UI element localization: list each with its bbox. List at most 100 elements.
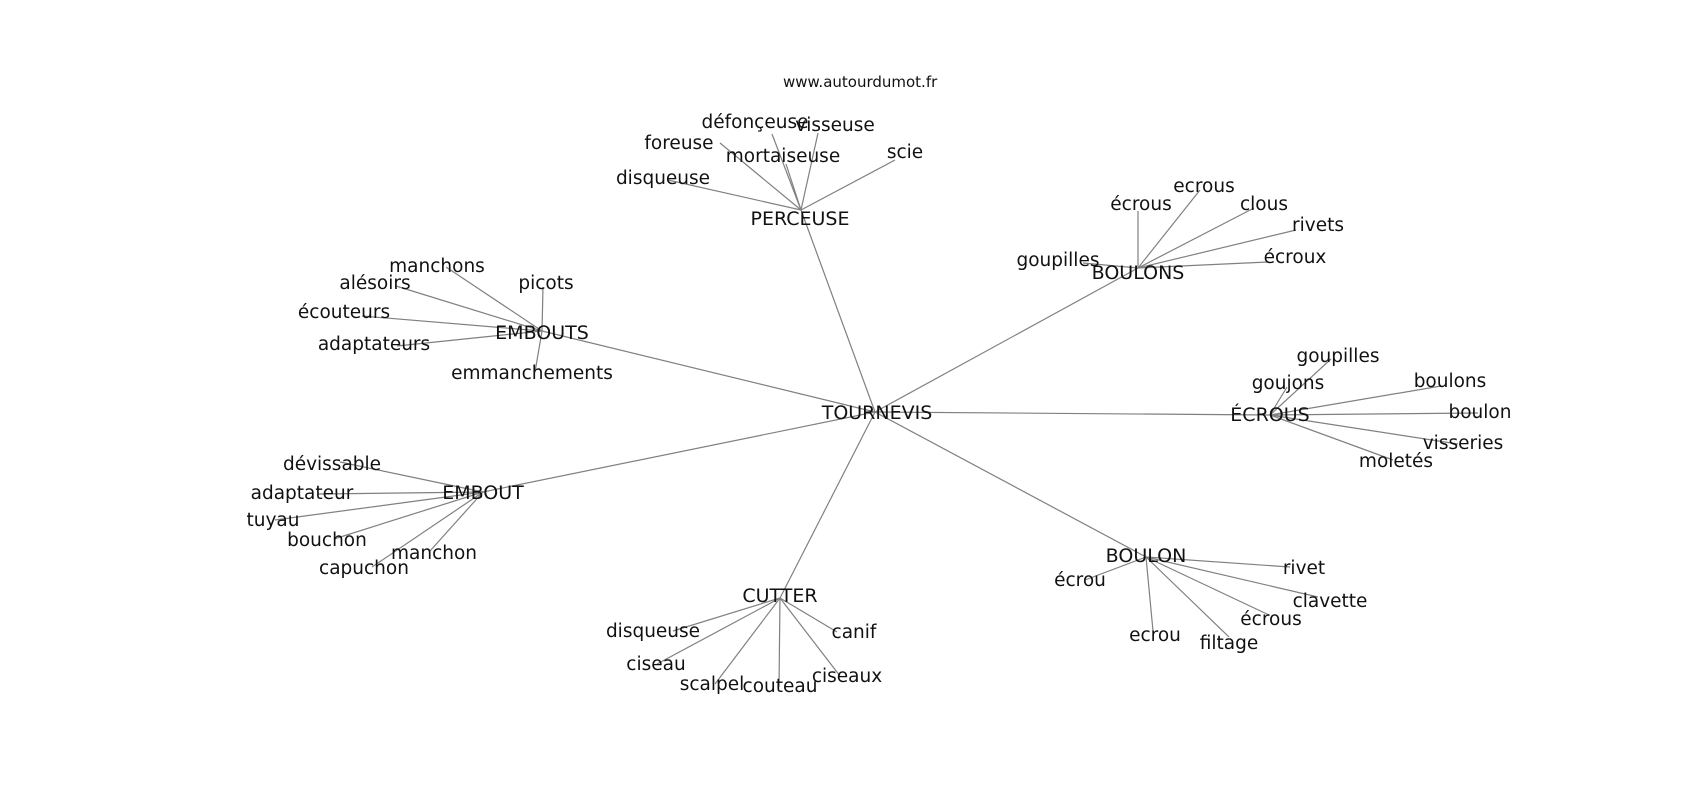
edge-boulon-leaf xyxy=(1145,556,1230,638)
node-label-boulon-leaf: ecrou xyxy=(1129,625,1181,646)
node-label-ecrous-leaf: goupilles xyxy=(1297,346,1380,367)
node-label-cutter-leaf: couteau xyxy=(743,676,818,697)
edge-cutter-leaf xyxy=(656,597,781,665)
node-label-hub-boulons: BOULONS xyxy=(1092,262,1185,284)
edge-embout-leaf xyxy=(333,491,484,540)
node-label-cutter-leaf: disqueuse xyxy=(606,621,700,642)
edge-center-embouts xyxy=(541,330,876,413)
edge-ecrous-leaf xyxy=(1269,414,1394,461)
edge-boulons-leaf xyxy=(1082,262,1139,269)
edge-cutter-leaf xyxy=(779,597,841,677)
node-label-hub-ecrous: ÉCROUS xyxy=(1230,403,1309,426)
node-label-boulon-leaf: filtage xyxy=(1200,633,1259,654)
edge-embouts-leaf xyxy=(395,285,543,332)
node-label-boulons-leaf: écrous xyxy=(1110,194,1171,215)
edge-perceuse-leaf xyxy=(667,179,802,211)
node-label-cutter-leaf: ciseaux xyxy=(812,666,882,687)
edge-embouts-leaf xyxy=(361,315,543,332)
node-label-cutter-leaf: scalpel xyxy=(680,674,745,695)
node-label-boulons-leaf: clous xyxy=(1240,194,1288,215)
node-label-ecrous-leaf: moletés xyxy=(1359,451,1433,472)
edge-ecrous-leaf xyxy=(1269,358,1332,416)
node-label-embouts-leaf: écouteurs xyxy=(298,302,390,323)
edge-embout-leaf xyxy=(371,491,484,568)
node-label-embout-leaf: adaptateur xyxy=(251,483,354,504)
edge-boulon-leaf xyxy=(1145,556,1291,568)
edge-perceuse-leaf xyxy=(785,163,802,211)
edge-center-perceuse xyxy=(800,209,876,413)
node-label-boulon-leaf: rivet xyxy=(1283,558,1325,579)
node-label-boulons-leaf: goupilles xyxy=(1017,250,1100,271)
node-label-center: TOURNEVIS xyxy=(821,402,933,424)
node-label-embout-leaf: dévissable xyxy=(283,454,381,475)
edge-boulons-leaf xyxy=(1137,189,1201,269)
edge-perceuse-leaf xyxy=(800,159,896,211)
node-label-boulons-leaf: écroux xyxy=(1264,247,1327,268)
node-label-perceuse-leaf: visseuse xyxy=(795,115,875,136)
edge-boulon-leaf xyxy=(1145,556,1154,632)
node-label-embouts-leaf: alésoirs xyxy=(339,273,410,294)
node-label-hub-perceuse: PERCEUSE xyxy=(751,208,850,230)
node-label-embout-leaf: manchon xyxy=(391,543,477,564)
edge-perceuse-leaf xyxy=(771,133,802,211)
edge-embouts-leaf xyxy=(541,286,544,332)
edge-embout-leaf xyxy=(339,461,484,493)
edge-perceuse-leaf xyxy=(719,142,802,211)
edge-ecrous-leaf xyxy=(1269,412,1479,416)
edge-cutter-leaf xyxy=(779,597,838,633)
node-label-perceuse-leaf: disqueuse xyxy=(616,168,710,189)
node-label-cutter-leaf: ciseau xyxy=(626,654,685,675)
edge-ecrous-leaf xyxy=(1269,385,1442,416)
node-label-embout-leaf: capuchon xyxy=(319,558,409,579)
node-label-boulon-leaf: écrou xyxy=(1054,570,1106,591)
edge-boulons-leaf xyxy=(1137,229,1297,269)
node-label-embouts-leaf: emmanchements xyxy=(451,363,613,384)
node-label-cutter-leaf: canif xyxy=(832,622,877,643)
edge-center-ecrous xyxy=(874,411,1271,416)
edge-boulon-leaf xyxy=(1145,556,1319,598)
node-label-ecrous-leaf: goujons xyxy=(1252,373,1325,394)
edge-boulon-leaf xyxy=(1145,556,1270,616)
edge-cutter-leaf xyxy=(672,597,781,632)
edge-center-cutter xyxy=(779,411,876,599)
edge-center-boulons xyxy=(874,267,1139,413)
edge-embouts-leaf xyxy=(396,330,543,347)
edge-embouts-leaf xyxy=(445,266,543,332)
node-label-perceuse-leaf: scie xyxy=(887,142,923,163)
edge-embout-leaf xyxy=(274,491,484,521)
edge-ecrous-leaf xyxy=(1269,414,1459,445)
node-label-embout-leaf: tuyau xyxy=(247,510,300,531)
edge-embouts-leaf xyxy=(534,330,543,373)
node-label-hub-cutter: CUTTER xyxy=(742,585,817,607)
node-label-perceuse-leaf: défonçeuse xyxy=(702,112,809,133)
node-label-ecrous-leaf: boulons xyxy=(1414,371,1487,392)
edge-center-embout xyxy=(482,411,876,493)
node-label-embouts-leaf: manchons xyxy=(389,256,485,277)
edge-embout-leaf xyxy=(429,491,484,552)
edge-perceuse-leaf xyxy=(800,132,819,211)
edge-ecrous-leaf xyxy=(1269,386,1288,416)
node-label-boulons-leaf: ecrous xyxy=(1173,176,1234,197)
edge-boulons-leaf xyxy=(1137,261,1269,269)
node-label-boulons-leaf: rivets xyxy=(1292,215,1344,236)
source-label: www.autourdumot.fr xyxy=(783,73,938,91)
edge-cutter-leaf xyxy=(778,597,781,688)
node-label-hub-embout: EMBOUT xyxy=(442,482,524,504)
edge-center-boulon xyxy=(874,411,1147,558)
node-label-boulon-leaf: clavette xyxy=(1293,591,1368,612)
node-label-hub-boulon: BOULON xyxy=(1106,545,1187,567)
node-label-embouts-leaf: picots xyxy=(518,273,573,294)
node-label-boulon-leaf: écrous xyxy=(1240,609,1301,630)
edge-boulons-leaf xyxy=(1137,207,1255,269)
node-label-perceuse-leaf: mortaiseuse xyxy=(726,146,840,167)
edge-boulon-leaf xyxy=(1084,556,1147,581)
graph-edges xyxy=(274,132,1479,688)
node-label-embouts-leaf: adaptateurs xyxy=(318,334,430,355)
edge-embout-leaf xyxy=(317,491,484,495)
node-label-embout-leaf: bouchon xyxy=(287,530,367,551)
node-label-ecrous-leaf: boulon xyxy=(1449,402,1512,423)
node-label-ecrous-leaf: visseries xyxy=(1423,433,1504,454)
edge-cutter-leaf xyxy=(714,597,781,685)
